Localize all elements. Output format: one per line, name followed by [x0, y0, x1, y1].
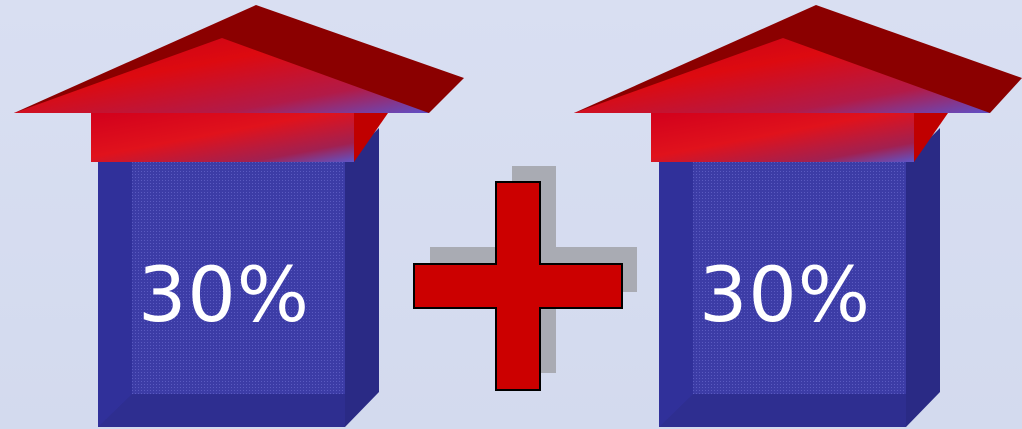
right-house-block: 30% — [574, 5, 1022, 427]
house-up-arrow-icon: 30% — [14, 5, 464, 427]
right-percentage-label: 30% — [699, 250, 871, 339]
house-up-arrow-icon: 30% — [574, 5, 1022, 427]
plus-operator — [414, 166, 637, 390]
plus-icon — [414, 166, 637, 390]
left-house-block: 30% — [14, 5, 464, 427]
left-percentage-label: 30% — [138, 250, 310, 339]
